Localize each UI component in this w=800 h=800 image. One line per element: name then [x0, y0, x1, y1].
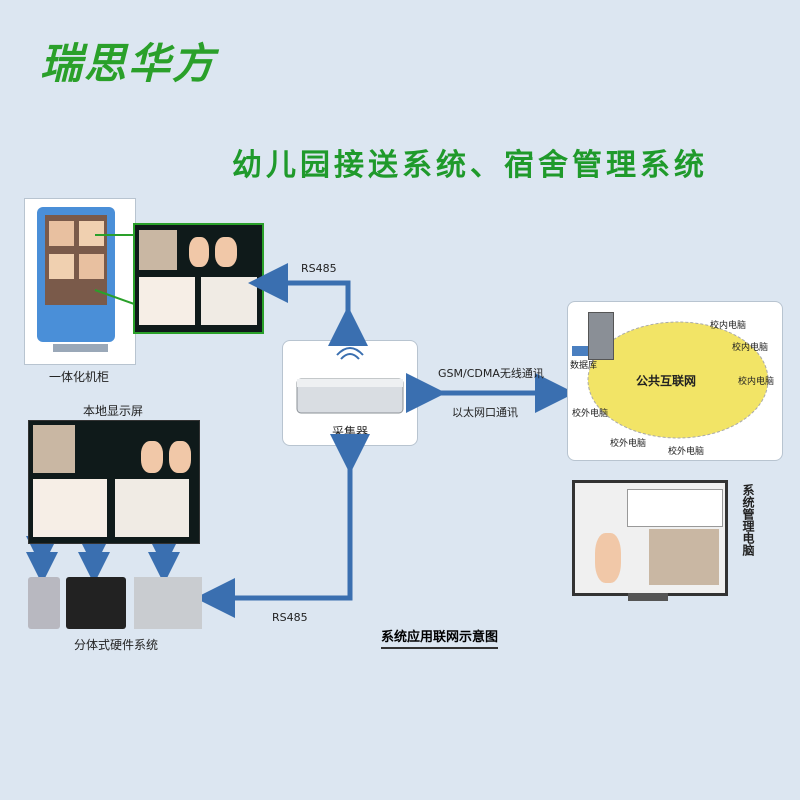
internet-cloud [587, 321, 769, 439]
cartoon-figure [189, 237, 209, 267]
card-reader-device [28, 577, 60, 629]
page-headline: 幼儿园接送系统、宿舍管理系统 [232, 148, 708, 183]
turnstile-gate [134, 577, 202, 629]
network-node: 校内电脑 [710, 321, 747, 331]
split-hardware-devices [26, 575, 206, 631]
child-photo [139, 230, 177, 270]
cloud-label: 公共互联网 [636, 374, 697, 388]
collector-device [296, 347, 404, 414]
photo-frame [33, 479, 107, 537]
cartoon-figure [595, 533, 621, 583]
software-table [627, 489, 723, 527]
network-node: 校外电脑 [668, 447, 705, 457]
network-node: 校内电脑 [738, 377, 775, 387]
cartoon-figure [169, 441, 191, 473]
child-photo [649, 529, 719, 585]
photo-frame [139, 277, 195, 325]
kiosk-zoom-lines [94, 234, 138, 306]
network-node: 校外电脑 [572, 409, 609, 419]
server-icon [588, 312, 614, 360]
server-label: 数据库 [570, 361, 598, 371]
diagram-title: 系统应用联网示意图 [381, 626, 499, 649]
rs485-top-label: RS485 [301, 262, 337, 275]
split-hardware-label: 分体式硬件系统 [73, 638, 158, 652]
kiosk-panel [24, 198, 136, 365]
kiosk-screen [133, 223, 264, 334]
management-pc-label: 系统管理电脑 [741, 484, 755, 556]
brand-logo: 瑞思华方 [40, 39, 217, 88]
monitor-stand [628, 593, 668, 601]
cartoon-figure [141, 441, 163, 473]
network-node: 校外电脑 [610, 439, 647, 449]
rs485-bottom-label: RS485 [272, 611, 308, 624]
fingerprint-terminal [66, 577, 126, 629]
kiosk-illustration [37, 207, 115, 352]
child-photo [33, 425, 75, 473]
collector-panel: 采集器 [282, 340, 418, 446]
management-monitor [572, 480, 728, 596]
local-display-screen [28, 420, 200, 544]
photo-frame [201, 277, 257, 325]
network-panel: 数据库 公共互联网 校内电脑 校内电脑 校内电脑 校外电脑 校外电脑 校外电脑 [567, 301, 783, 461]
network-node: 校内电脑 [732, 343, 769, 353]
kiosk-label: 一体化机柜 [48, 370, 109, 384]
local-display-label: 本地显示屏 [82, 404, 143, 418]
cartoon-figure [215, 237, 237, 267]
database-icon [572, 346, 588, 356]
ethernet-label: 以太网口通讯 [452, 406, 518, 419]
photo-frame [115, 479, 189, 537]
wireless-label: GSM/CDMA无线通讯 [438, 367, 544, 380]
